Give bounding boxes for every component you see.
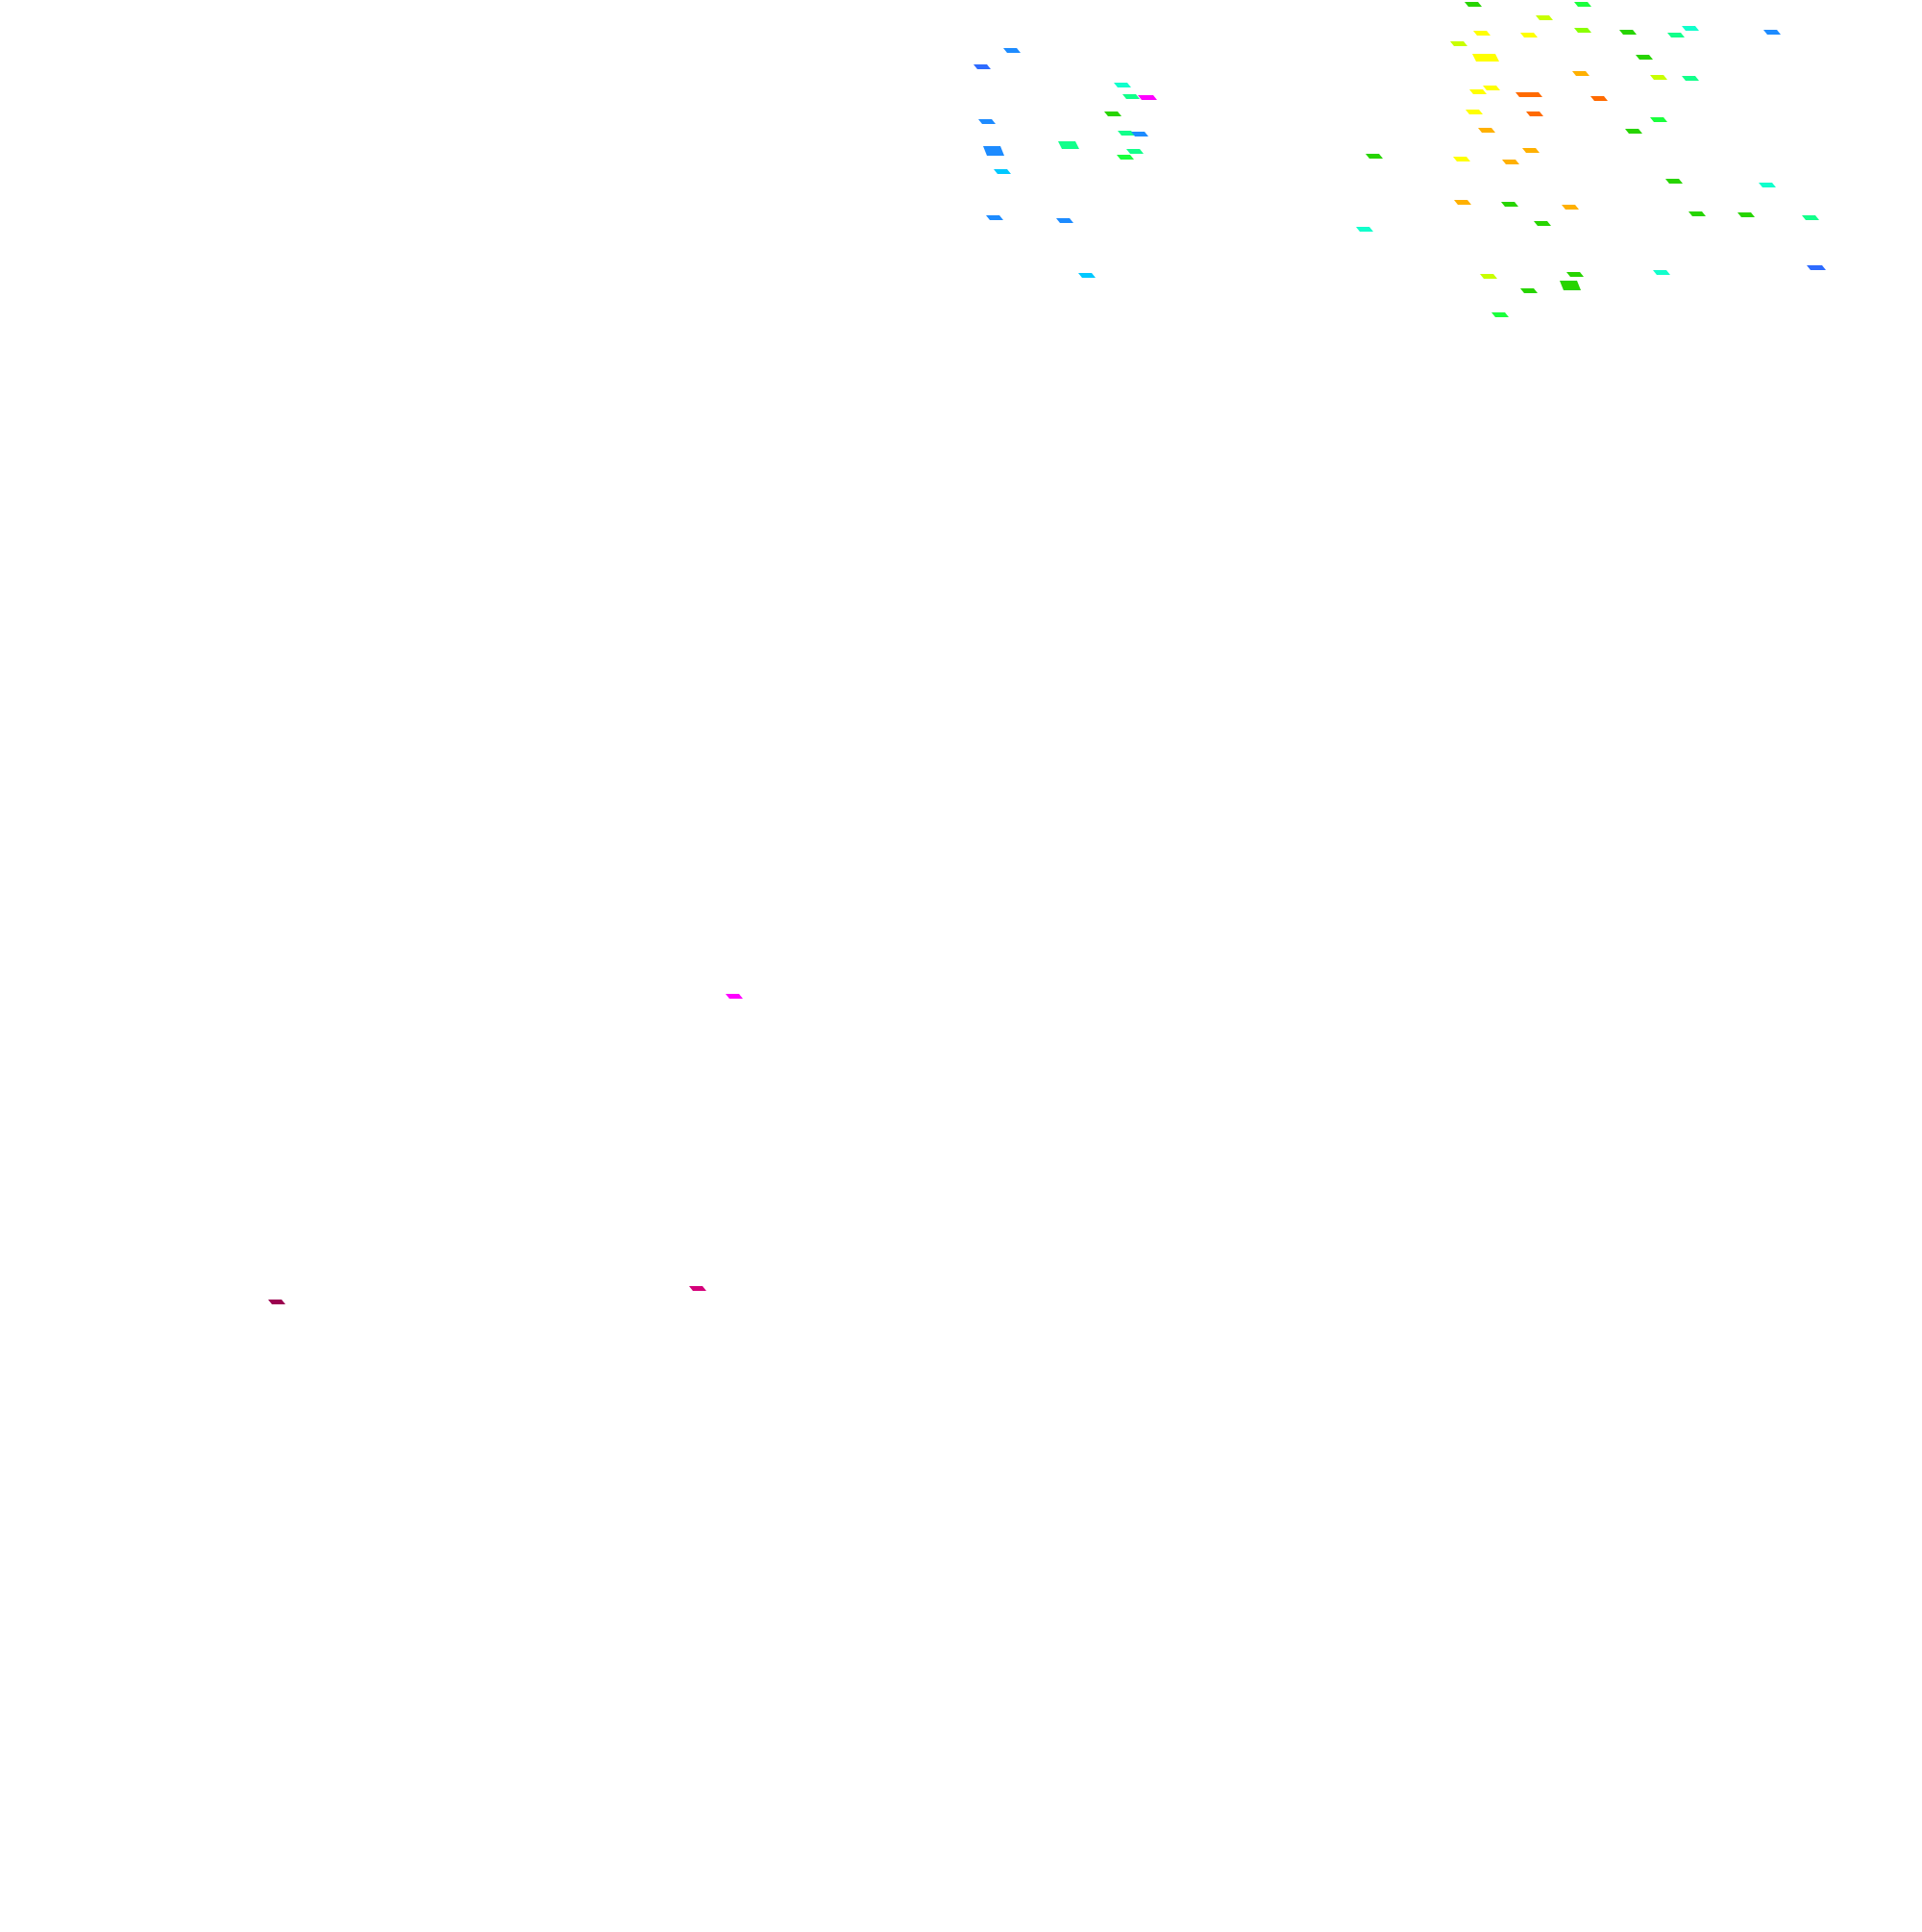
marker (986, 215, 1003, 220)
marker (1562, 205, 1579, 210)
marker (973, 64, 991, 69)
marker (1122, 94, 1140, 99)
marker (1003, 48, 1021, 53)
marker (1138, 95, 1157, 100)
marker (1131, 132, 1148, 136)
marker (1078, 273, 1096, 278)
marker (1480, 274, 1497, 279)
marker (1650, 117, 1667, 122)
marker (1807, 265, 1826, 270)
marker (983, 146, 1004, 156)
marker (1682, 26, 1699, 31)
marker (978, 119, 996, 124)
marker (1472, 54, 1499, 62)
marker (1560, 281, 1581, 290)
marker (1737, 212, 1755, 217)
marker (1665, 179, 1683, 184)
marker (1522, 148, 1540, 153)
marker (1466, 110, 1483, 114)
marker (1117, 155, 1134, 160)
marker (1682, 76, 1699, 81)
marker (1759, 183, 1776, 187)
marker (1625, 129, 1642, 134)
marker (1574, 2, 1591, 7)
marker (1566, 272, 1584, 277)
marker (1520, 288, 1538, 293)
marker (1619, 30, 1637, 35)
marker (1491, 312, 1509, 317)
marker (1366, 154, 1383, 159)
marker (1104, 111, 1121, 116)
marker (1454, 200, 1471, 205)
marker (1590, 96, 1608, 101)
marker (1469, 89, 1487, 94)
marker (1526, 111, 1543, 116)
marker (1453, 157, 1470, 161)
marker (1802, 215, 1819, 220)
marker (1118, 131, 1135, 136)
marker (1356, 227, 1373, 232)
marker (1688, 211, 1706, 216)
marker (1574, 28, 1591, 33)
marker (1534, 221, 1551, 226)
marker (1653, 270, 1670, 275)
marker (1473, 31, 1491, 36)
marker (1520, 33, 1538, 37)
marker (689, 1286, 706, 1291)
marker (1483, 86, 1500, 90)
marker (1126, 149, 1144, 154)
marker (1515, 92, 1542, 97)
marker (1058, 141, 1079, 149)
marker (268, 1300, 285, 1304)
marker (1763, 30, 1781, 35)
marker (1572, 71, 1589, 76)
marker (1465, 2, 1482, 7)
marker (726, 994, 743, 999)
marker (1650, 75, 1667, 80)
marker (1114, 83, 1131, 87)
marker (1056, 218, 1073, 223)
marker (1536, 15, 1553, 20)
marker (1636, 55, 1653, 60)
marker (994, 169, 1011, 174)
marker (1478, 128, 1495, 133)
marker-layer (268, 2, 1826, 1304)
marker (1450, 41, 1467, 46)
marker (1502, 160, 1519, 164)
marker (1501, 202, 1518, 207)
marker (1667, 33, 1685, 37)
